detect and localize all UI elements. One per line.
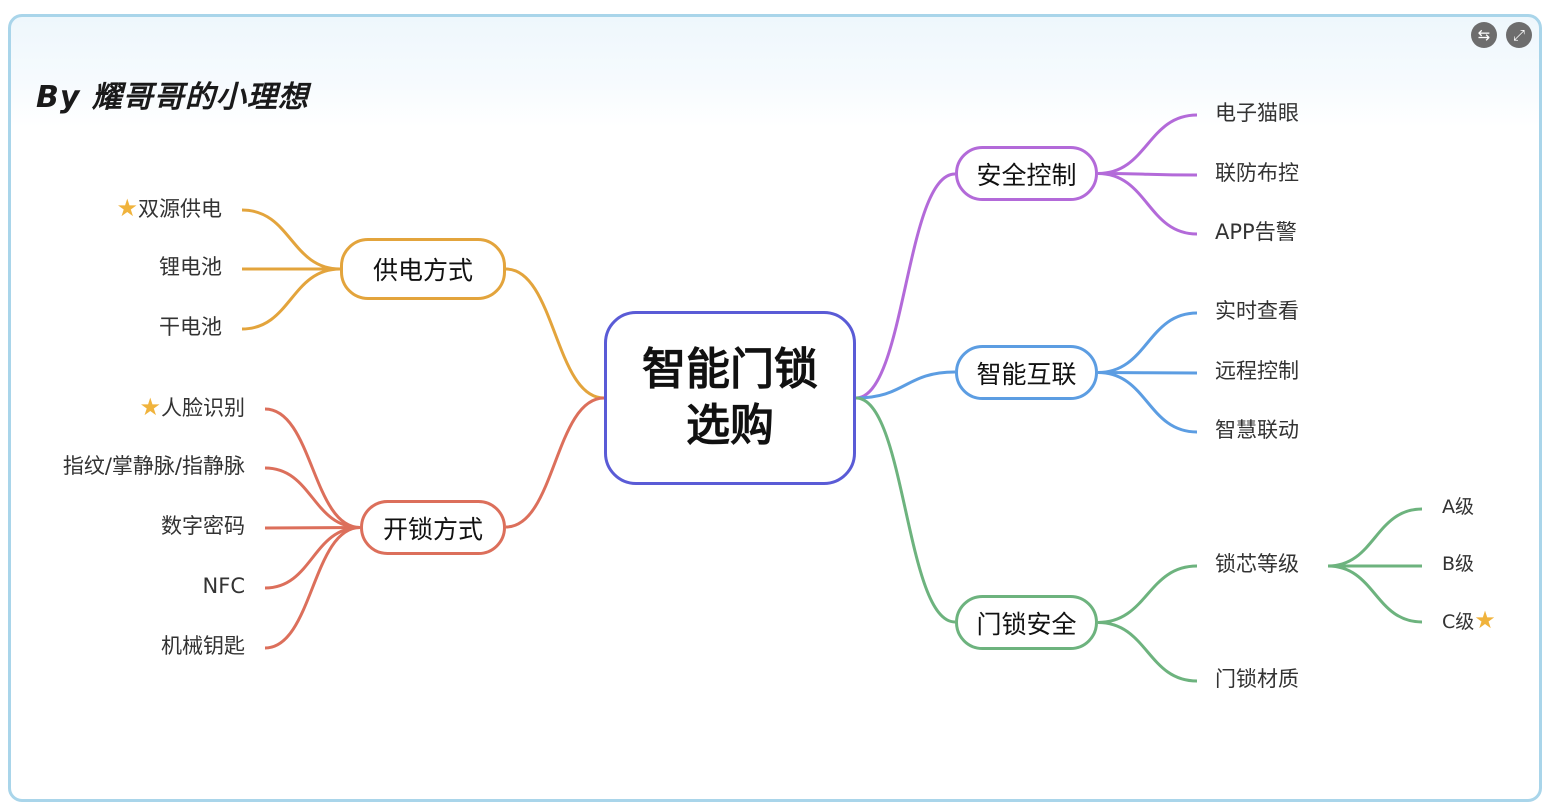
leaf-unlock[interactable]: ★人脸识别	[139, 393, 245, 422]
link-lock-leaf	[1097, 564, 1198, 624]
link-smart-leaf	[1097, 311, 1198, 374]
leaf-label: C级	[1442, 611, 1475, 633]
leaf-label: 锂电池	[159, 255, 222, 279]
leaf-label: 远程控制	[1215, 359, 1299, 383]
leaf-unlock[interactable]: 机械钥匙	[161, 632, 245, 660]
leaf-label: 机械钥匙	[161, 634, 245, 658]
link-unlock-leaf	[264, 526, 361, 530]
branch-power[interactable]: 供电方式	[340, 238, 506, 300]
leaf-label: 电子猫眼	[1215, 101, 1299, 125]
leaf-grade[interactable]: B级	[1442, 550, 1474, 578]
leaf-label: NFC	[202, 574, 245, 598]
leaf-power[interactable]: 锂电池	[159, 253, 222, 281]
leaf-label: 门锁材质	[1215, 667, 1299, 691]
star-icon: ★	[139, 393, 161, 421]
leaf-label: 数字密码	[161, 514, 245, 538]
central-topic-line1: 智能门锁	[642, 344, 818, 395]
leaf-security[interactable]: 联防布控	[1215, 159, 1299, 187]
leaf-label: 联防布控	[1215, 161, 1299, 185]
branch-security[interactable]: 安全控制	[955, 146, 1098, 201]
link-security-leaf	[1097, 113, 1198, 175]
branch-unlock[interactable]: 开锁方式	[360, 500, 506, 555]
link-lock-leaf	[1097, 621, 1198, 683]
leaf-unlock[interactable]: 数字密码	[161, 512, 245, 540]
branch-lock[interactable]: 门锁安全	[955, 595, 1098, 650]
link-security-leaf	[1097, 172, 1198, 177]
link-center-lock	[855, 396, 956, 624]
leaf-smart[interactable]: 远程控制	[1215, 357, 1299, 385]
link-center-power	[505, 267, 605, 400]
link-grade-leaf	[1327, 507, 1423, 568]
central-topic-line2: 选购	[686, 400, 774, 451]
leaf-power[interactable]: 干电池	[159, 313, 222, 341]
leaf-grade[interactable]: A级	[1442, 493, 1474, 521]
leaf-label: 锁芯等级	[1215, 552, 1299, 576]
leaf-label: 指纹/掌静脉/指静脉	[62, 454, 245, 478]
leaf-power[interactable]: ★双源供电	[116, 194, 222, 223]
leaf-unlock[interactable]: 指纹/掌静脉/指静脉	[63, 452, 245, 480]
leaf-grade[interactable]: C级★	[1442, 606, 1496, 636]
leaf-lock[interactable]: 门锁材质	[1215, 665, 1299, 693]
link-power-leaf	[241, 267, 341, 331]
leaf-label: 实时查看	[1215, 299, 1299, 323]
leaf-label: APP告警	[1215, 220, 1297, 244]
expand-icon[interactable]: ⤢	[1506, 22, 1532, 48]
link-center-unlock	[505, 396, 605, 529]
author-credit: By 耀哥哥的小理想	[36, 80, 309, 115]
leaf-label: 双源供电	[138, 197, 222, 221]
swap-icon[interactable]: ⇆	[1471, 22, 1497, 48]
star-icon: ★	[1474, 606, 1496, 634]
leaf-label: B级	[1442, 553, 1475, 575]
leaf-smart[interactable]: 智慧联动	[1215, 416, 1299, 444]
link-unlock-leaf	[264, 526, 361, 590]
link-security-leaf	[1097, 172, 1198, 236]
central-topic[interactable]: 智能门锁 选购	[604, 311, 856, 485]
leaf-label: 人脸识别	[161, 396, 245, 420]
branch-smart[interactable]: 智能互联	[955, 345, 1098, 400]
link-center-smart	[855, 370, 956, 400]
leaf-label: A级	[1442, 496, 1474, 518]
link-smart-leaf	[1097, 371, 1198, 434]
leaf-security[interactable]: APP告警	[1215, 218, 1297, 246]
link-unlock-leaf	[264, 407, 361, 529]
link-center-security	[855, 172, 956, 400]
leaf-unlock[interactable]: NFC	[203, 572, 245, 600]
link-grade-leaf	[1327, 564, 1423, 624]
link-power-leaf	[241, 208, 341, 271]
leaf-lock[interactable]: 锁芯等级	[1215, 550, 1299, 578]
leaf-label: 智慧联动	[1215, 418, 1299, 442]
leaf-security[interactable]: 电子猫眼	[1215, 99, 1299, 127]
leaf-label: 干电池	[159, 315, 222, 339]
link-unlock-leaf	[264, 526, 361, 650]
star-icon: ★	[116, 194, 138, 222]
leaf-smart[interactable]: 实时查看	[1215, 297, 1299, 325]
link-smart-leaf	[1097, 371, 1198, 375]
link-unlock-leaf	[264, 466, 361, 529]
